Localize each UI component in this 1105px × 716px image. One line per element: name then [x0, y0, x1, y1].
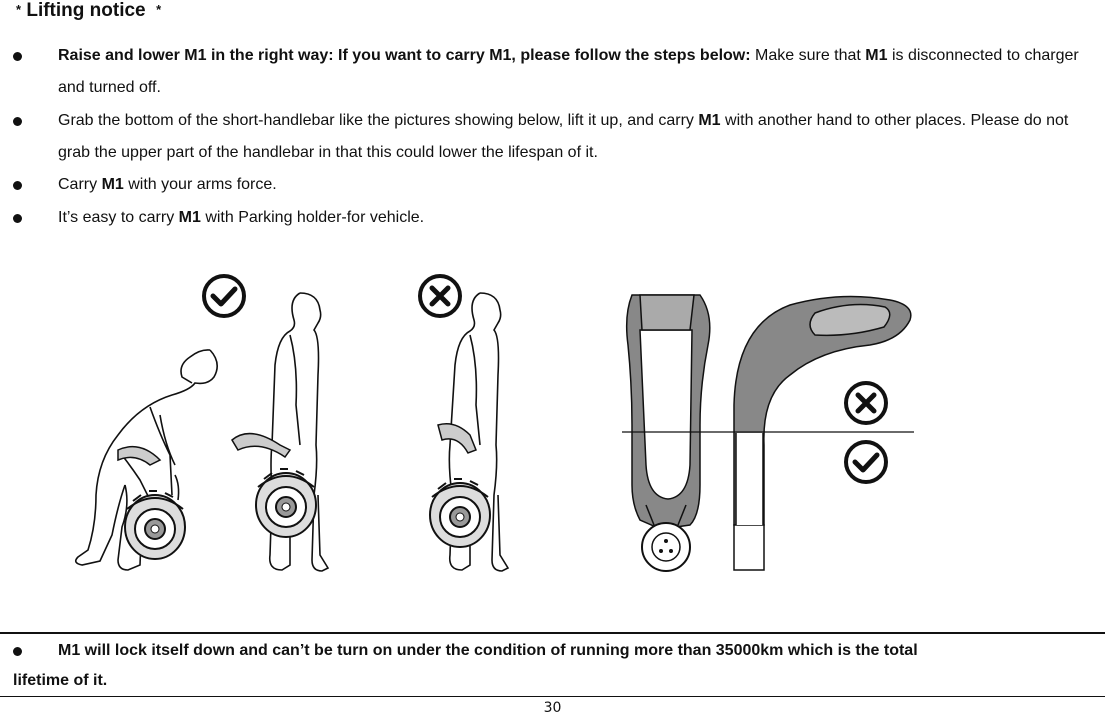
- divider-bottom: [0, 696, 1105, 697]
- x-circle-icon: [418, 274, 462, 318]
- title-star: *: [16, 2, 22, 17]
- lifting-illustration: [74, 274, 914, 572]
- bullet-dot-icon: [13, 214, 22, 223]
- title-star-right: *: [156, 2, 162, 17]
- handlebar-front-diagram: [625, 294, 711, 572]
- person-standing-correct: [268, 292, 330, 572]
- bullet-dot-icon: [13, 117, 22, 126]
- bullet-dot-icon: [13, 52, 22, 61]
- page-number: 30: [543, 700, 562, 716]
- bullet-text: Raise and lower M1 in the right way: If …: [58, 47, 1079, 96]
- x-circle-icon: [844, 381, 888, 425]
- check-circle-icon: [844, 440, 888, 484]
- check-circle-icon: [202, 274, 246, 318]
- final-note: M1 will lock itself down and can’t be tu…: [13, 636, 1093, 696]
- bullet-dot-icon: [13, 647, 22, 656]
- final-note-line1: M1 will lock itself down and can’t be tu…: [58, 642, 918, 659]
- bullet-item: It’s easy to carry M1 with Parking holde…: [13, 202, 1093, 234]
- handlebar-side-diagram: [622, 295, 914, 571]
- bullet-text: Grab the bottom of the short-handlebar l…: [58, 112, 1069, 161]
- bullet-item: Raise and lower M1 in the right way: If …: [13, 40, 1093, 104]
- bullet-item: Grab the bottom of the short-handlebar l…: [13, 105, 1093, 169]
- final-note-line2: lifetime of it.: [13, 672, 108, 689]
- section-title: * Lifting notice *: [16, 0, 161, 22]
- bullet-dot-icon: [13, 181, 22, 190]
- person-standing-wrong: [448, 292, 510, 572]
- bullet-text: It’s easy to carry M1 with Parking holde…: [58, 209, 425, 226]
- bullet-text: Carry M1 with your arms force.: [58, 176, 277, 193]
- title-text: Lifting notice: [26, 0, 146, 21]
- divider-top: [0, 632, 1105, 634]
- bullet-item: Carry M1 with your arms force.: [13, 169, 1093, 201]
